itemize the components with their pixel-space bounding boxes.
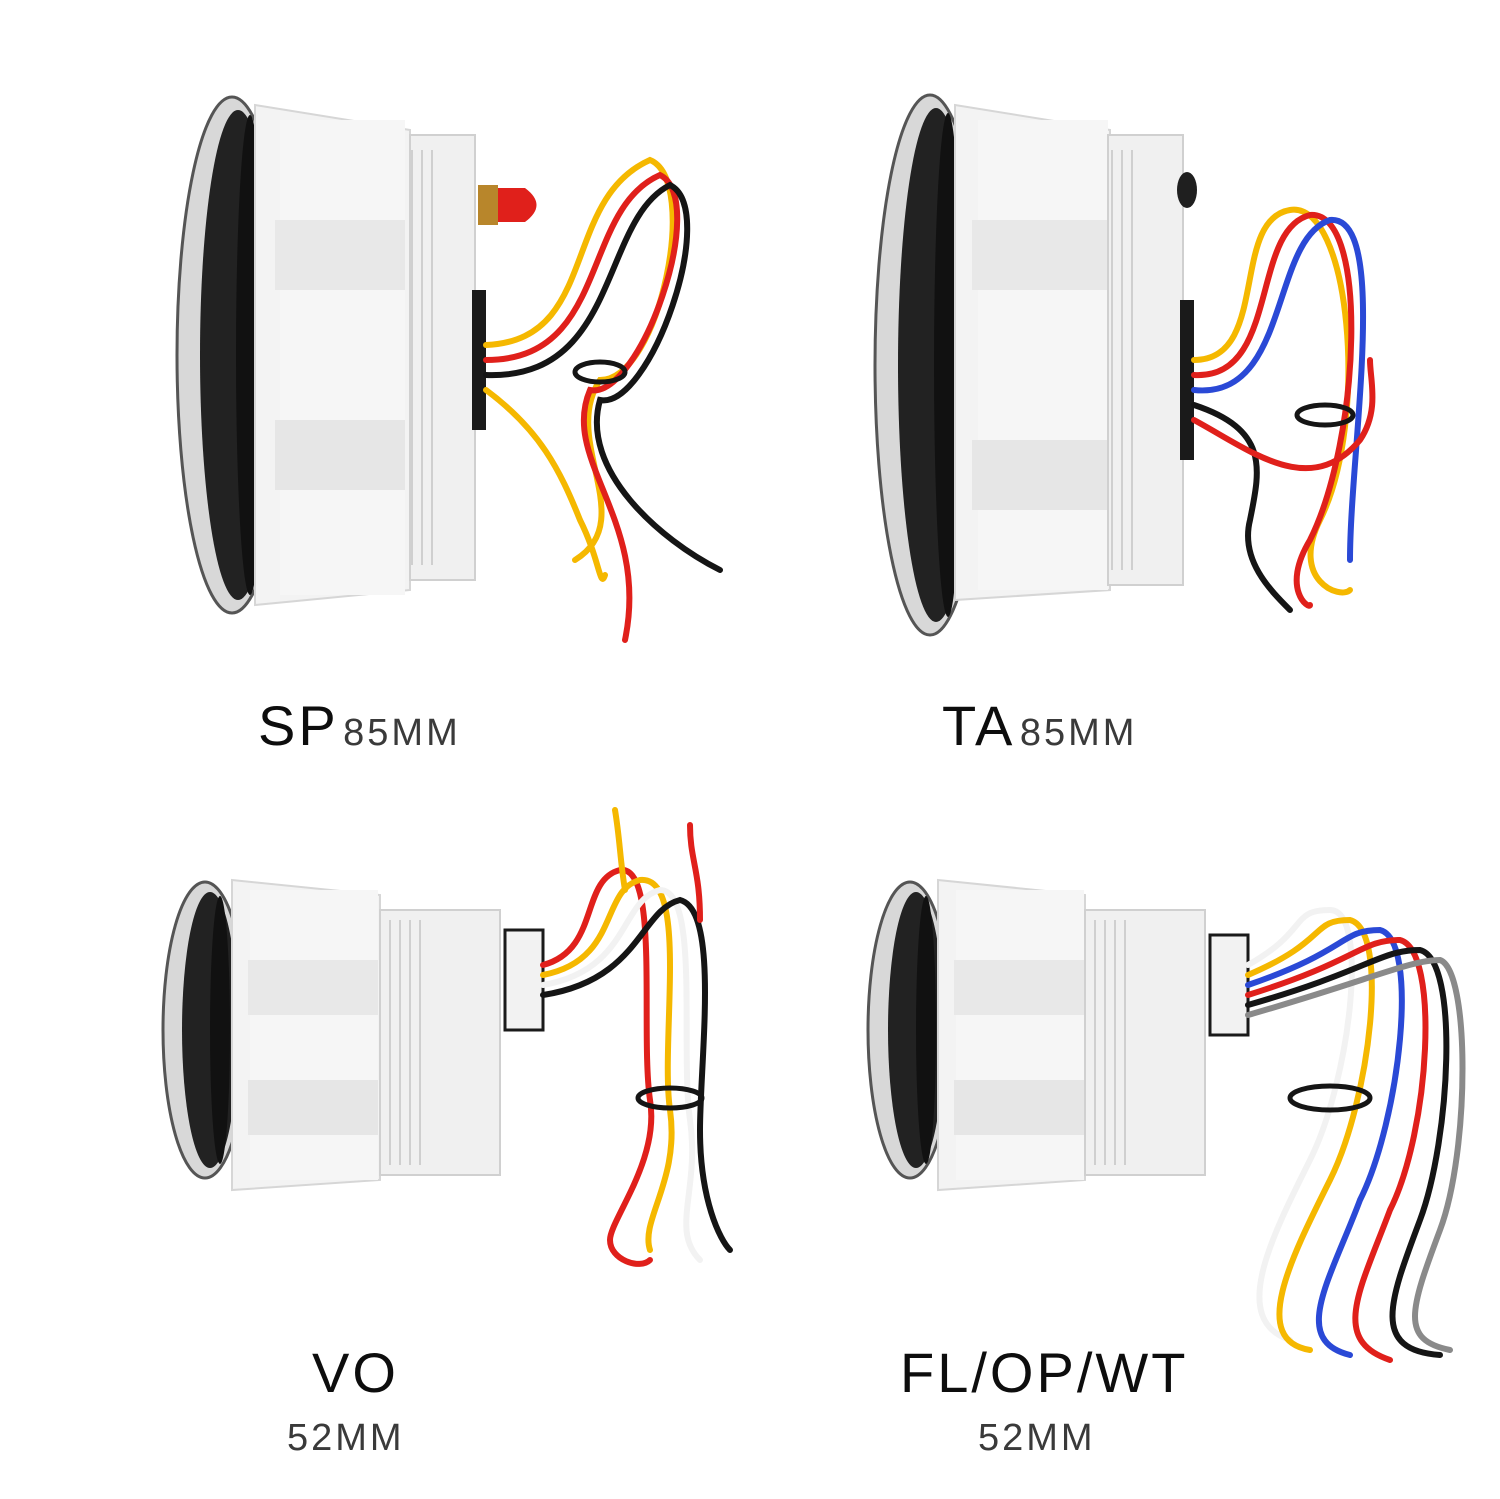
product-sp: SP 85MM: [0, 0, 750, 780]
product-size: 52MM: [287, 1417, 405, 1459]
product-code: SP: [258, 694, 339, 757]
product-size: 85MM: [1019, 712, 1138, 754]
product-size: 52MM: [978, 1417, 1096, 1459]
product-size: 85MM: [343, 712, 461, 754]
gauge-ta-image: [873, 93, 1376, 637]
product-code: FL/OP/WT: [900, 1341, 1189, 1404]
caption-ta: TA 85MM: [942, 693, 1137, 758]
caption-sp: SP 85MM: [258, 693, 461, 758]
product-ta: TA 85MM: [750, 0, 1500, 780]
product-vo: VO 52MM: [0, 780, 750, 1499]
product-fl-op-wt: FL/OP/WT 52MM: [750, 780, 1500, 1499]
gauge-fl-op-wt-image: [866, 878, 1466, 1363]
product-code: TA: [942, 694, 1016, 757]
gauge-sp-image: [175, 95, 723, 643]
product-code: VO: [312, 1341, 399, 1404]
gauge-vo-image: [161, 807, 733, 1267]
